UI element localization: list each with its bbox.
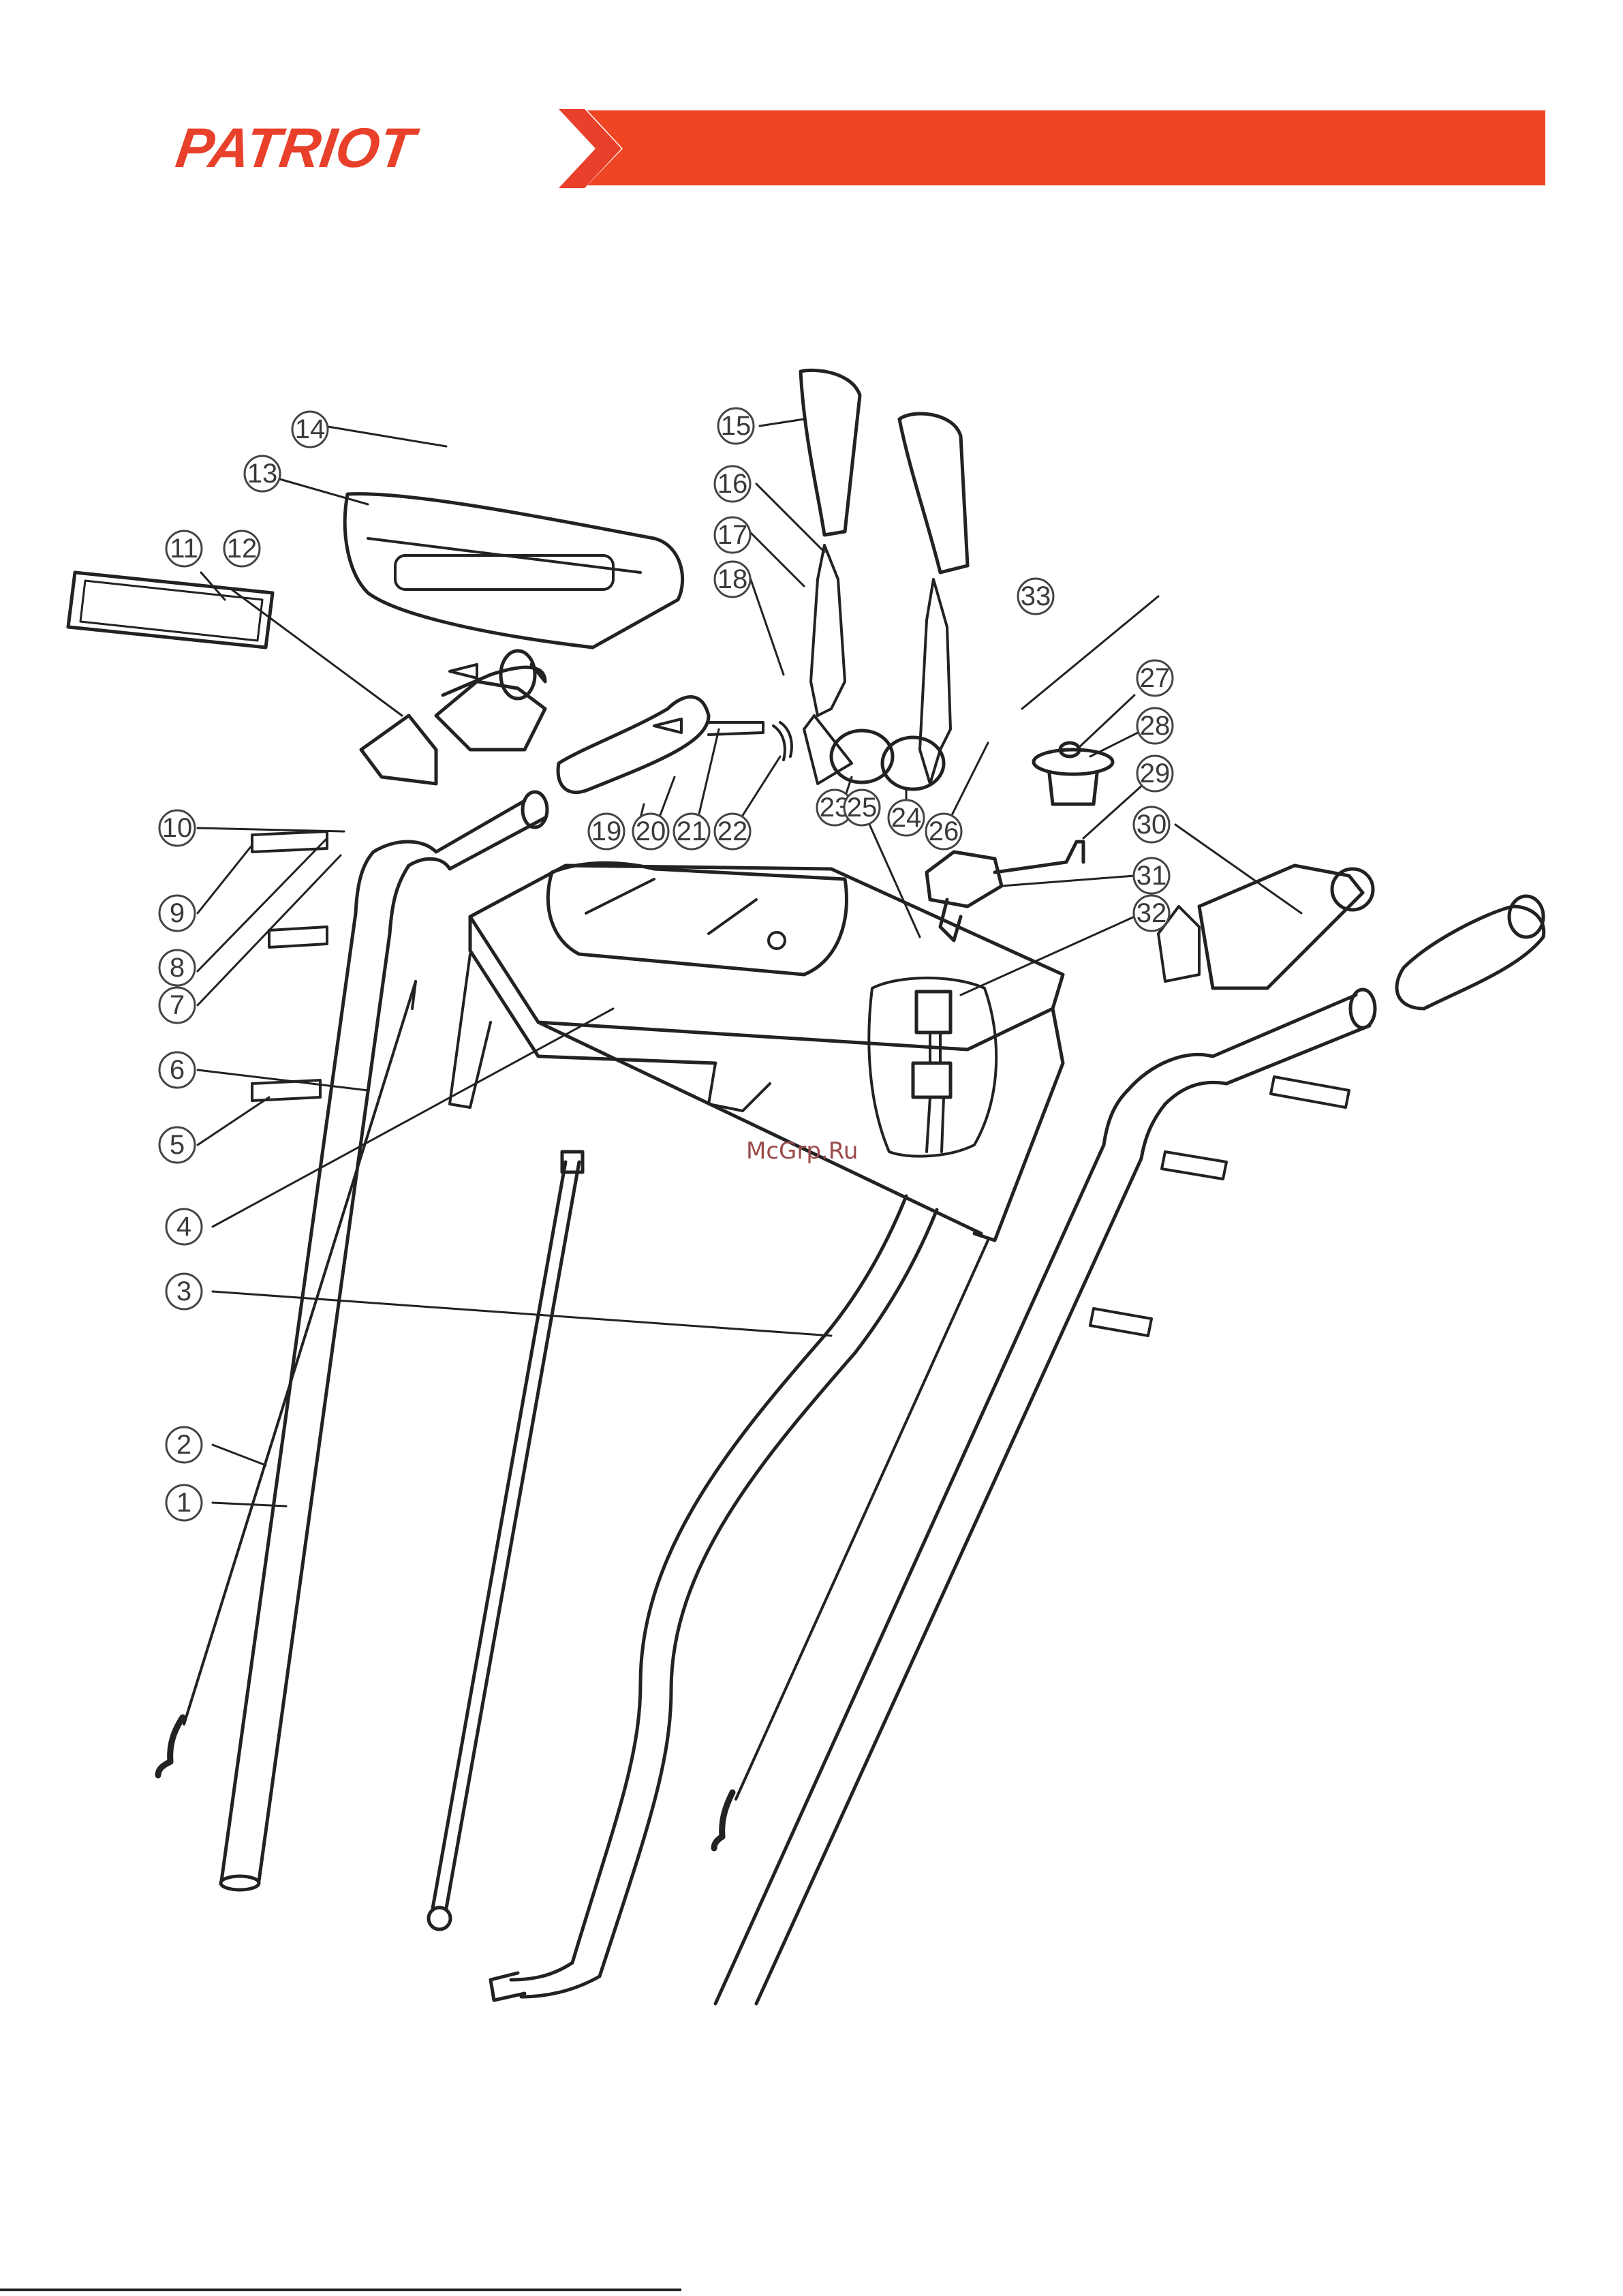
callout-9: 9 [159, 896, 195, 931]
callout-33: 33 [1018, 579, 1053, 614]
handle-grip [345, 494, 682, 647]
callout-24: 24 [888, 800, 924, 836]
callout-label: 13 [247, 459, 278, 489]
right-bracket-grip [1158, 866, 1544, 1009]
callout-label: 22 [717, 816, 748, 846]
callout-4: 4 [166, 1209, 202, 1244]
callout-label: 30 [1137, 810, 1167, 840]
callout-12: 12 [224, 531, 260, 566]
left-cable [158, 981, 416, 1775]
callout-label: 7 [170, 990, 185, 1020]
callout-19: 19 [589, 814, 624, 849]
callout-label: 31 [1137, 861, 1167, 891]
callout-25: 25 [844, 790, 880, 825]
callout-3: 3 [166, 1274, 202, 1309]
callout-26: 26 [926, 814, 961, 849]
callout-label: 9 [170, 898, 185, 928]
callout-6: 6 [159, 1052, 195, 1088]
callout-label: 14 [295, 414, 326, 444]
callout-20: 20 [633, 814, 668, 849]
callout-label: 29 [1140, 759, 1171, 789]
shift-lever-left [801, 370, 860, 784]
callout-label: 17 [717, 520, 748, 550]
lock-block [927, 852, 1002, 940]
callout-label: 16 [717, 469, 748, 499]
callout-30: 30 [1134, 807, 1169, 842]
bolts [252, 664, 1349, 1336]
callout-label: 19 [591, 816, 622, 846]
callout-label: 6 [170, 1055, 185, 1085]
callout-label: 28 [1140, 711, 1171, 741]
callout-8: 8 [159, 950, 195, 985]
watermark: McGrp.Ru [746, 1137, 858, 1165]
callout-27: 27 [1137, 660, 1173, 696]
callout-28: 28 [1137, 708, 1173, 744]
callout-label: 3 [176, 1276, 191, 1306]
exploded-parts-diagram: 1234567891011121314151617181920212223242… [0, 225, 1623, 2296]
callout-7: 7 [159, 988, 195, 1023]
callout-label: 1 [176, 1488, 191, 1518]
right-cable [714, 1240, 988, 1848]
callout-14: 14 [292, 412, 328, 447]
callout-16: 16 [715, 466, 750, 502]
callout-label: 10 [162, 813, 193, 843]
shift-lever-right [899, 414, 968, 784]
callout-13: 13 [245, 456, 280, 491]
callout-label: 20 [636, 816, 666, 846]
callout-11: 11 [166, 531, 202, 566]
callout-label: 8 [170, 953, 185, 983]
control-rod [429, 1152, 583, 1929]
callout-label: 27 [1140, 663, 1171, 693]
callout-label: 2 [176, 1430, 191, 1460]
callout-29: 29 [1137, 756, 1173, 791]
callout-17: 17 [715, 517, 750, 553]
callout-label: 4 [176, 1212, 191, 1242]
callout-label: 18 [717, 564, 748, 594]
callout-5: 5 [159, 1127, 195, 1163]
callout-31: 31 [1134, 858, 1169, 893]
left-handle-tube [221, 792, 547, 1890]
callout-10: 10 [159, 810, 195, 846]
callout-label: 11 [170, 534, 198, 564]
footer-rule [0, 2289, 681, 2291]
callout-label: 33 [1021, 581, 1051, 611]
control-panel [450, 863, 1063, 1240]
gear-shifter [995, 743, 1113, 872]
callout-label: 15 [721, 411, 752, 441]
callout-18: 18 [715, 562, 750, 597]
callout-label: 24 [891, 803, 922, 833]
header-band [587, 110, 1545, 185]
decal-plate [68, 572, 273, 647]
callout-21: 21 [674, 814, 709, 849]
callout-label: 26 [929, 816, 959, 846]
callout-label: 12 [227, 534, 258, 564]
callout-label: 5 [170, 1130, 185, 1160]
callout-32: 32 [1134, 896, 1169, 931]
brand-logo: PATRIOT [172, 117, 422, 179]
callout-label: 25 [847, 793, 878, 823]
callout-2: 2 [166, 1427, 202, 1463]
callout-22: 22 [715, 814, 750, 849]
callout-1: 1 [166, 1485, 202, 1520]
callout-15: 15 [718, 408, 754, 444]
coupler-detail-outline [869, 978, 996, 1157]
page-header: PATRIOT [0, 0, 1623, 225]
callout-label: 21 [677, 816, 707, 846]
callout-label: 32 [1137, 898, 1167, 928]
